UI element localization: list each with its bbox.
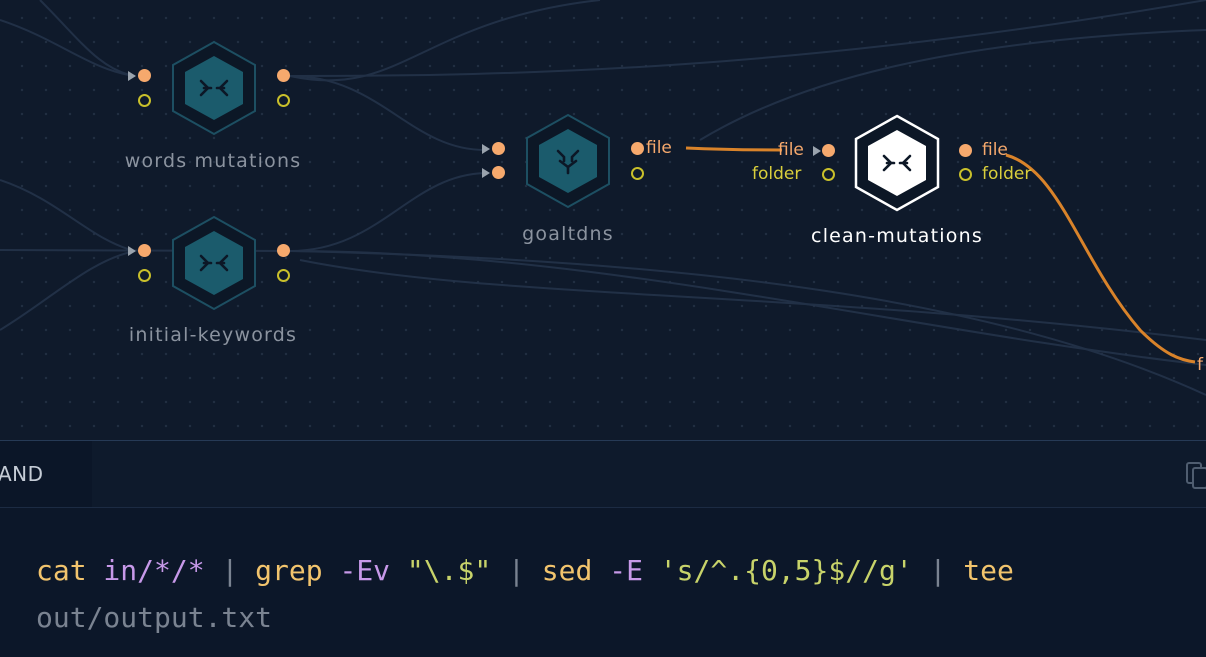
background-wire [289, 0, 1206, 77]
output-port-hollow[interactable] [277, 269, 290, 282]
background-wire [699, 29, 1206, 141]
code-token: | [912, 554, 964, 587]
input-arrow-icon [128, 71, 136, 81]
output-port-file-label: file [646, 138, 672, 158]
merge-arrows-icon [882, 154, 912, 172]
background-wire [289, 0, 601, 82]
input-port-file-label: file [778, 140, 804, 160]
output-port[interactable] [277, 244, 290, 257]
node-hex-initial-keywords[interactable] [170, 215, 258, 311]
node-label: clean-mutations [811, 225, 983, 247]
background-wire [0, 19, 136, 77]
output-port[interactable] [277, 69, 290, 82]
input-arrow-icon [482, 168, 490, 178]
node-label: words mutations [124, 150, 302, 172]
code-token: sed [541, 554, 593, 587]
input-port[interactable] [492, 166, 505, 179]
input-arrow-icon [128, 246, 136, 256]
code-token: "\.$" [390, 554, 492, 587]
background-wire [289, 75, 486, 151]
panel-header: AND [0, 441, 1206, 508]
input-port-folder[interactable] [822, 168, 835, 181]
background-wire [39, 0, 136, 77]
background-wire [299, 259, 1206, 341]
background-wire [0, 179, 136, 252]
code-token: out/output.txt [36, 554, 1031, 634]
input-port-file[interactable] [822, 144, 835, 157]
merge-arrows-icon [199, 254, 229, 272]
output-port-file-label: file [982, 140, 1008, 160]
input-arrow-icon [482, 144, 490, 154]
code-token: -E [592, 554, 643, 587]
code-token: | [491, 554, 542, 587]
background-wire [0, 250, 136, 331]
background-wire [289, 172, 486, 252]
output-port-file[interactable] [631, 142, 644, 155]
offscreen-port-label: f [1197, 355, 1203, 375]
code-token: | [204, 554, 256, 587]
background-wire [289, 250, 1206, 396]
code-token: tee [963, 554, 1014, 587]
input-arrow-icon [813, 146, 821, 156]
copy-icon[interactable] [1186, 461, 1206, 489]
background-wire [289, 250, 1206, 366]
output-port-folder-label: folder [982, 164, 1032, 184]
code-token: in/*/* [86, 554, 205, 587]
input-port-hollow[interactable] [138, 269, 151, 282]
output-port-file[interactable] [959, 144, 972, 157]
input-port-folder-label: folder [752, 164, 802, 184]
output-port-folder[interactable] [959, 168, 972, 181]
node-hex-words-mutations[interactable] [170, 40, 258, 136]
command-code[interactable]: cat in/*/* | grep -Ev "\.$" | sed -E 's/… [36, 547, 1196, 641]
output-port-hollow[interactable] [631, 167, 644, 180]
node-hex-clean-mutations[interactable] [853, 114, 941, 212]
merge-arrows-icon [199, 79, 229, 97]
node-label: initial-keywords [128, 324, 298, 346]
command-panel: AND cat in/*/* | grep -Ev "\.$" | sed -E… [0, 440, 1206, 657]
connection-wire [1005, 153, 1196, 364]
code-token: grep [255, 554, 323, 587]
branch-merge-icon [556, 149, 580, 175]
input-port[interactable] [138, 69, 151, 82]
connection-wire [685, 146, 783, 152]
node-label: goaltdns [522, 223, 614, 245]
output-port-hollow[interactable] [277, 94, 290, 107]
code-token: -Ev [322, 554, 391, 587]
tab-command[interactable]: AND [0, 441, 92, 507]
code-token: 's/^.{0,5}$//g' [642, 554, 913, 587]
wires-layer [0, 0, 1206, 396]
input-port-hollow[interactable] [138, 94, 151, 107]
code-token: cat [36, 554, 87, 587]
node-hex-goaltdns[interactable] [524, 113, 612, 209]
input-port[interactable] [138, 244, 151, 257]
workflow-canvas[interactable]: words mutations initial-keywords [0, 0, 1206, 440]
input-port[interactable] [492, 142, 505, 155]
